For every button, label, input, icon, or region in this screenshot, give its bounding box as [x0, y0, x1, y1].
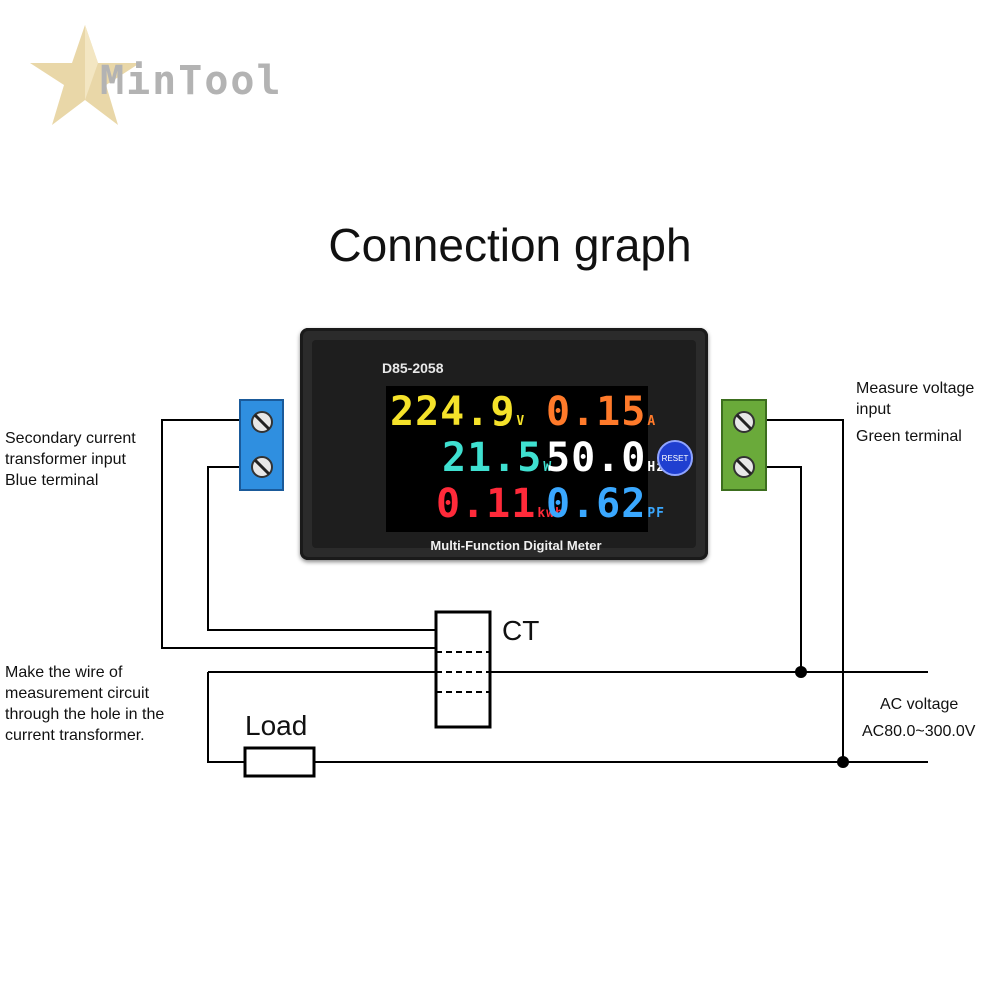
screw-icon — [251, 411, 273, 433]
logo-text: MinTool — [100, 58, 283, 104]
meter-face: D85-2058 224.9V 0.15A 21.5W 50.0Hz 0.11k… — [312, 340, 696, 553]
current-unit: A — [647, 414, 657, 429]
energy-value: 0.11 — [436, 481, 537, 527]
meter-caption: Multi-Function Digital Meter — [430, 538, 602, 553]
ac-range-label: AC80.0~300.0V — [862, 723, 976, 740]
page-title: Connection graph — [328, 219, 692, 271]
current-reading: 0.15A — [546, 392, 656, 442]
mintool-logo — [30, 25, 140, 125]
ct-wire-lower — [207, 466, 436, 631]
power-factor-value: 0.62 — [546, 481, 647, 527]
power-value: 21.5 — [442, 435, 543, 481]
power-factor-reading: 0.62PF — [546, 484, 665, 534]
meter-display: 224.9V 0.15A 21.5W 50.0Hz 0.11kwh 0.62PF — [386, 386, 664, 534]
wire-note-label: Make the wire of measurement circuit thr… — [5, 664, 165, 744]
energy-reading: 0.11kwh — [436, 484, 564, 534]
voltage-value: 224.9 — [390, 389, 516, 435]
voltage-input-label: Measure voltage input Green terminal — [856, 380, 975, 445]
voltage-unit: V — [516, 414, 526, 429]
power-factor-unit: PF — [647, 506, 665, 521]
ct-input-label: Secondary current transformer input Blue… — [5, 430, 136, 489]
voltage-wire-lower — [766, 466, 802, 672]
reset-button[interactable]: RESET — [657, 440, 693, 476]
junction-dot — [795, 666, 807, 678]
meter-model: D85-2058 — [382, 360, 444, 376]
current-value: 0.15 — [546, 389, 647, 435]
screw-icon — [251, 456, 273, 478]
frequency-value: 50.0 — [546, 435, 647, 481]
energy-unit: kwh — [537, 506, 564, 521]
junction-dot — [837, 756, 849, 768]
power-reading: 21.5W — [442, 438, 552, 488]
digital-meter: D85-2058 224.9V 0.15A 21.5W 50.0Hz 0.11k… — [300, 328, 708, 560]
current-transformer — [434, 610, 492, 729]
ct-label: CT — [502, 615, 540, 646]
main-line-left — [207, 672, 245, 763]
voltage-wire-upper — [766, 419, 844, 762]
frequency-reading: 50.0Hz — [546, 438, 665, 488]
load-label: Load — [245, 710, 308, 741]
screw-icon — [733, 411, 755, 433]
ct-wire-upper — [161, 419, 436, 649]
load-resistor — [243, 746, 316, 778]
voltage-reading: 224.9V — [390, 392, 525, 442]
screw-icon — [733, 456, 755, 478]
power-unit: W — [543, 460, 553, 475]
ac-voltage-label: AC voltage — [880, 696, 959, 713]
